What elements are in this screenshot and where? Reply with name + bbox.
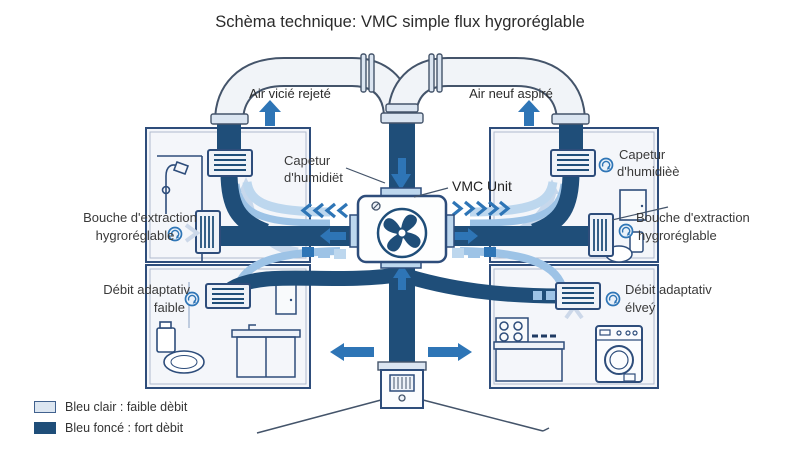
- legend-swatch-light-blue: [34, 401, 56, 413]
- legend-label-light-blue: Bleu clair : faible dèbit: [65, 400, 188, 414]
- fan-icon: [376, 207, 428, 259]
- label-bouche-right-line1: Bouche d'extraction: [636, 210, 750, 225]
- label-bouche-right-line2: hygroréglable: [638, 228, 717, 243]
- legend: Bleu clair : faible dèbit Bleu foncé : f…: [34, 398, 187, 440]
- extraction-grille-bottom-left: [205, 283, 251, 309]
- toilet-icon: [156, 282, 205, 374]
- vmc-unit-box: [349, 187, 455, 269]
- humidity-gauge-icon-bouche-right: [618, 223, 634, 239]
- label-capteur-left-line2: d'humidiët: [284, 170, 343, 185]
- legend-item-dark-blue: Bleu foncé : fort dèbit: [34, 419, 187, 437]
- floor-outlet-stand: [256, 361, 550, 434]
- bouche-extraction-grille-right: [588, 213, 614, 257]
- label-capteur-right-line1: Capetur: [619, 147, 666, 162]
- stove-icon: [493, 317, 565, 382]
- duct-coupling-rings: [210, 53, 590, 125]
- bulb-icon: [398, 394, 406, 402]
- vanity-sink-icon: [231, 281, 301, 378]
- legend-item-light-blue: Bleu clair : faible dèbit: [34, 398, 187, 416]
- washing-machine-icon: [595, 325, 643, 383]
- label-bouche-left-line2: hygroréglable: [95, 228, 175, 243]
- diagram-title: Schèma technique: VMC simple flux hygror…: [215, 13, 585, 31]
- leader-lines: [345, 167, 669, 221]
- flow-arrows: [259, 100, 540, 361]
- humidity-gauge-icon-debit-right: [605, 291, 621, 307]
- label-capteur-right-line2: d'humidièè: [617, 164, 680, 179]
- legend-label-dark-blue: Bleu foncé : fort dèbit: [65, 421, 184, 435]
- label-debit-left-line2: faible: [153, 300, 185, 315]
- chevron-train-left: [300, 202, 349, 219]
- legend-swatch-dark-blue: [34, 422, 56, 434]
- humidity-gauge-icon-capteur-right: [598, 157, 614, 173]
- label-vmc-unit: VMC Unit: [452, 178, 512, 194]
- label-bouche-left-line1: Bouche d'extraction: [83, 210, 197, 225]
- intake-duct-right-arc: [387, 57, 586, 123]
- label-capteur-left-line1: Capetur: [284, 153, 331, 168]
- extraction-grille-top-left: [207, 149, 253, 177]
- screw-icon: [371, 201, 381, 211]
- airflow-chevron-right: [184, 223, 201, 243]
- extraction-grille-bottom-right: [555, 282, 601, 310]
- extraction-grille-top-right: [550, 149, 596, 177]
- label-air-neuf-aspire: Air neuf aspiré: [469, 86, 553, 101]
- label-debit-left-line1: Débit adaptativ: [103, 282, 190, 297]
- flow-dashes: [302, 247, 555, 300]
- label-debit-right-line1: Débit adaptativ: [625, 282, 712, 297]
- label-debit-right-line2: élveý: [625, 300, 656, 315]
- chevron-train-right: [451, 200, 511, 217]
- label-air-vicie-rejete: Air vicié rejeté: [249, 86, 331, 101]
